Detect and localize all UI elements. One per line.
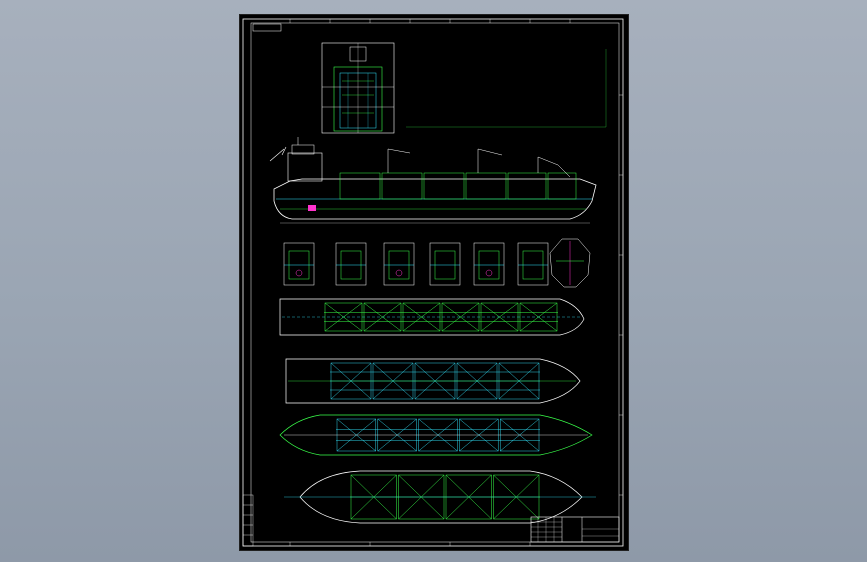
upper-deck-plan [279,298,585,336]
double-bottom-plan [284,470,596,524]
section-marker [295,269,303,277]
section-outline [335,242,367,286]
revision-strip [242,494,254,547]
title-block [530,516,620,543]
main-deck-plan [285,358,581,404]
hold-diagonal [441,302,480,332]
hold-diagonal [402,302,441,332]
section-outline [473,242,505,286]
section-outline [283,242,315,286]
section-outline [517,242,549,286]
drawing-frame [242,18,624,547]
section-marker [485,269,493,277]
spec-table [406,49,607,128]
engine-room-marker [308,205,316,211]
sheet-tag-box [252,23,282,32]
section-outline [383,242,415,286]
frame-ticks [289,19,623,546]
section-outline [429,242,461,286]
drawing-sheet [239,14,629,551]
section-marker [395,269,403,277]
profile-view [269,137,597,224]
section-views [283,238,591,288]
midship-section [321,42,395,134]
tank-top-plan [279,414,593,456]
